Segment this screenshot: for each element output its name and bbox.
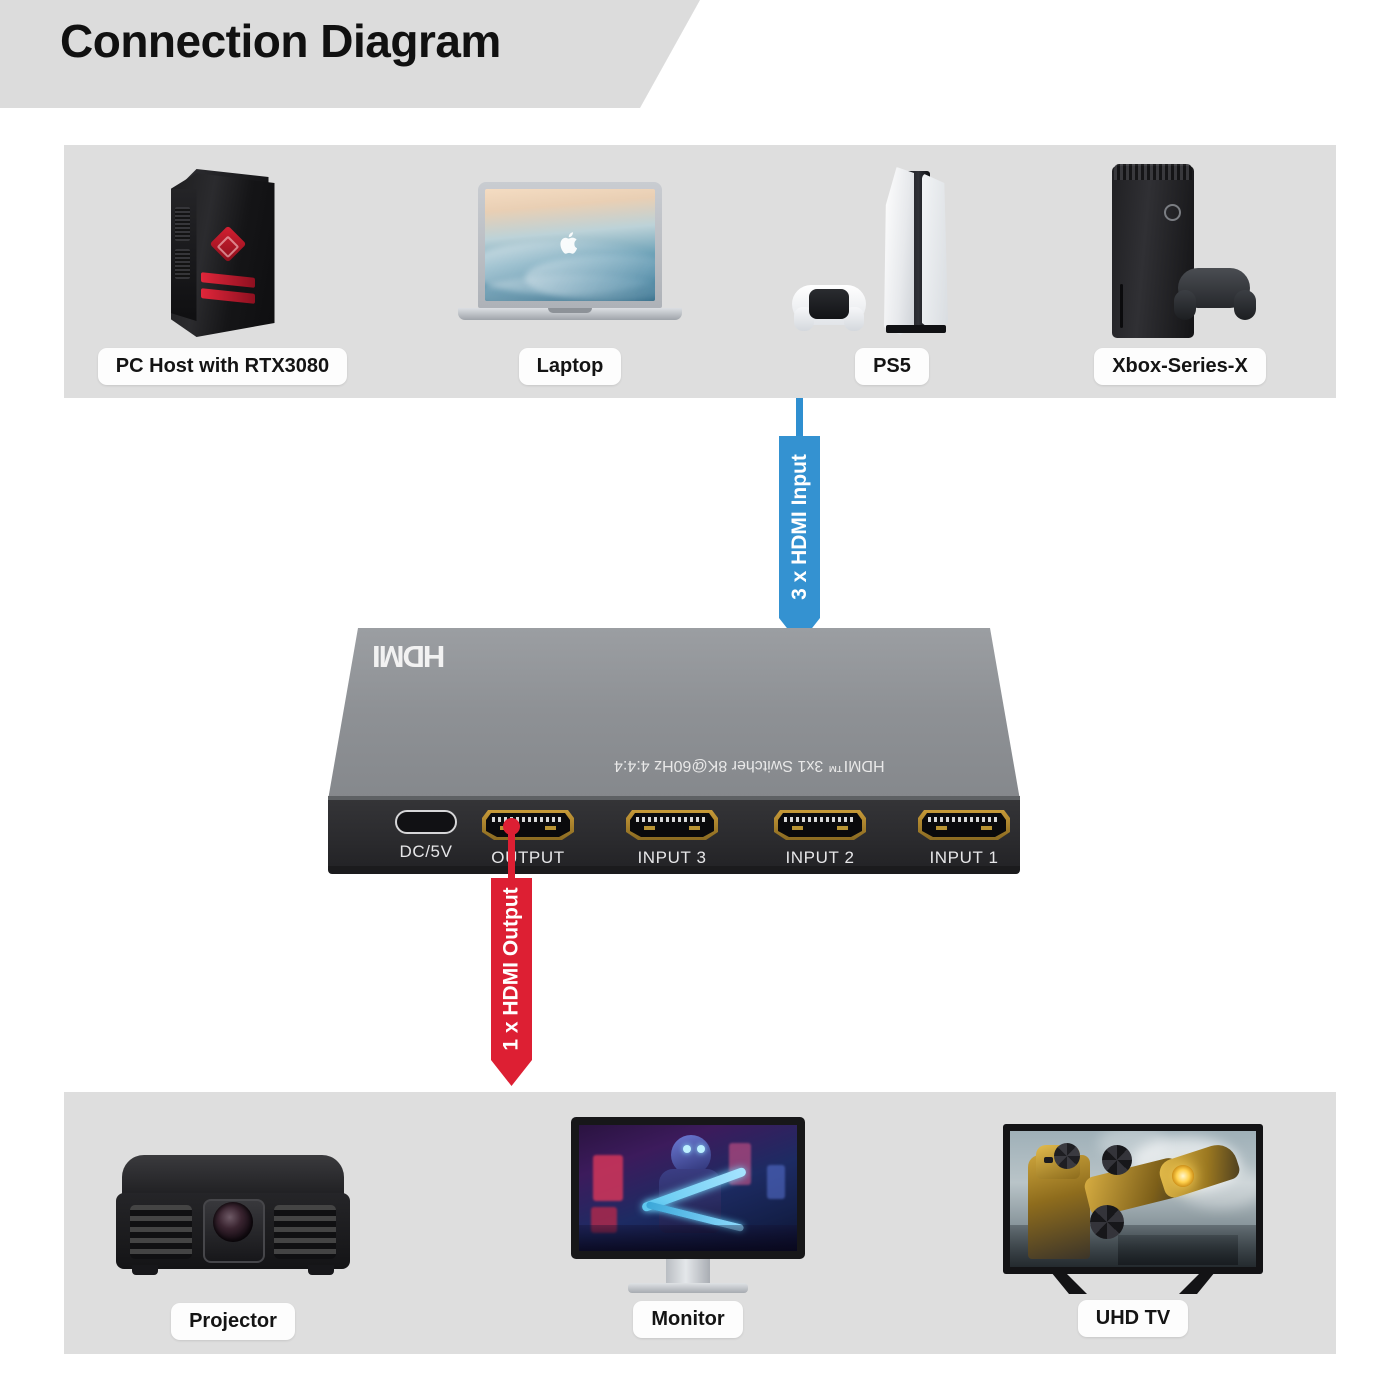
hdmi-input-arrow-band: [779, 436, 820, 618]
hdmi-output-arrow-label-wrap: 1 x HDMI Output: [491, 878, 532, 1060]
xbox-controller-icon: [1174, 260, 1256, 322]
source-device-label: Xbox-Series-X: [1094, 348, 1266, 385]
display-device-label: Monitor: [633, 1301, 743, 1338]
port-label: DC/5V: [399, 842, 453, 861]
hdmi-input-arrow-label: 3 x HDMI Input: [787, 454, 811, 600]
hdmi-brand-logo: HDMI: [374, 639, 446, 674]
source-device-pc-host[interactable]: PC Host with RTX3080: [80, 160, 365, 385]
hdmi-input-arrow-label-wrap: 3 x HDMI Input: [779, 436, 820, 618]
desktop-pc-icon: [153, 167, 293, 342]
display-device-label: Projector: [171, 1303, 295, 1340]
source-device-label: PC Host with RTX3080: [97, 348, 348, 385]
xbox-series-x-console-icon: [1090, 164, 1270, 342]
hdmi-port-icon: [774, 810, 866, 840]
source-device-label: Laptop: [518, 348, 622, 385]
hdmi-input-wire-top: [796, 398, 803, 438]
hdmi-output-arrowhead-icon: [491, 1060, 532, 1086]
apple-logo-icon: [560, 232, 578, 254]
hdmi-input-2-port[interactable]: INPUT 2: [754, 810, 886, 868]
hdmi-input-3-port[interactable]: INPUT 3: [606, 810, 738, 868]
hdmi-output-arrow-band: [491, 878, 532, 1060]
hdmi-port-icon: [918, 810, 1010, 840]
projector-icon: [108, 1147, 358, 1297]
hdmi-output-wire: [508, 822, 515, 880]
port-label: INPUT 3: [637, 848, 707, 867]
switcher-top-edge: [328, 796, 1020, 802]
power-port[interactable]: DC/5V: [360, 810, 492, 862]
switcher-base-edge: [328, 866, 1020, 874]
hdmi-output-port[interactable]: OUTPUT: [462, 810, 594, 868]
usb-c-port-icon: [395, 810, 457, 834]
title-banner: Connection Diagram: [0, 0, 700, 108]
display-device-label: UHD TV: [1077, 1300, 1189, 1337]
playstation5-console-icon: [792, 167, 992, 342]
television-icon: [1003, 1124, 1263, 1294]
hdmi-output-arrow-label: 1 x HDMI Output: [499, 887, 523, 1051]
display-device-uhd-tv[interactable]: UHD TV: [1000, 1105, 1266, 1337]
port-label: OUTPUT: [491, 848, 565, 867]
port-label: INPUT 2: [785, 848, 855, 867]
hdmi-port-icon: [626, 810, 718, 840]
page-title: Connection Diagram: [60, 15, 501, 67]
display-device-projector[interactable]: Projector: [105, 1140, 361, 1340]
monitor-icon: [563, 1117, 813, 1295]
hdmi-switcher-device[interactable]: HDMI HDMI™ 3x1 Switcher 8K@60Hz 4:4:4 DC…: [328, 628, 1020, 876]
hdmi-port-icon: [482, 810, 574, 840]
port-label: INPUT 1: [929, 848, 999, 867]
switcher-model-text: HDMI™ 3x1 Switcher 8K@60Hz 4:4:4: [614, 757, 885, 774]
source-device-label: PS5: [855, 348, 929, 385]
laptop-icon: [450, 182, 690, 342]
dualsense-controller-icon: [792, 279, 866, 331]
source-device-xbox[interactable]: Xbox-Series-X: [1080, 160, 1280, 385]
hdmi-input-1-port[interactable]: INPUT 1: [898, 810, 1030, 868]
source-device-ps5[interactable]: PS5: [790, 160, 994, 385]
source-device-laptop[interactable]: Laptop: [448, 175, 692, 385]
display-device-monitor[interactable]: Monitor: [560, 1100, 816, 1338]
switcher-top-surface: [328, 628, 1020, 800]
